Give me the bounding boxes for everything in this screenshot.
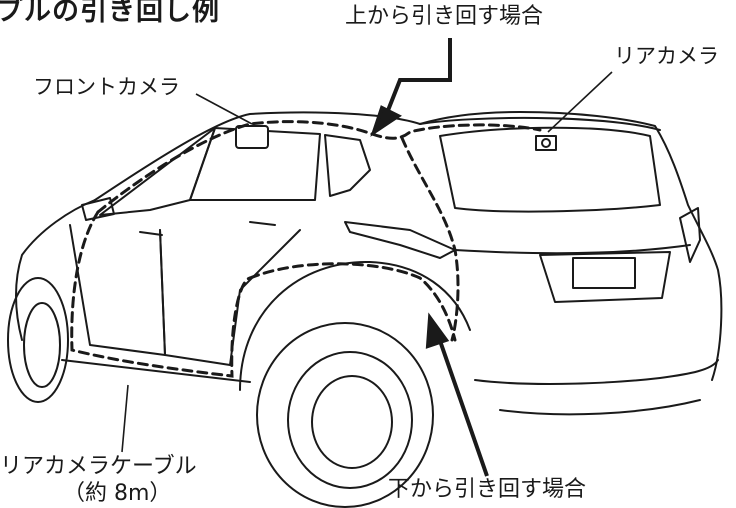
bottom-route-arrow-line [436,334,489,477]
rear-wheel-hub [311,375,393,469]
door-handle-rear [249,221,276,226]
roof-line [94,111,723,381]
top-route-arrow-line [383,38,452,119]
front-wheel-outer [7,277,69,403]
side-mirror [81,197,115,221]
diagram-title: ブルの引き回し例 [0,0,220,27]
hood-line [15,199,96,341]
door-handle-front [139,231,163,236]
rear-camera-label: リアカメラ [614,44,719,68]
top-route-arrowhead [370,105,402,137]
front-camera-body [235,125,269,149]
rear-bumper [474,359,719,385]
cable-route-rocker [70,210,252,378]
rear-wheel-inner [287,351,413,489]
cable-label: リアカメラケーブル [0,454,197,479]
bottom-route-label: 下から引き回す場合 [388,477,587,502]
rear-side-window [189,127,321,201]
cable-route-rear-pillar [400,136,460,342]
front-camera-leader [195,93,253,125]
rear-spoiler [419,116,661,131]
tail-light-right [679,207,701,263]
rear-camera-body [535,135,557,151]
cable-route-front-pillar [96,120,542,214]
front-side-window [99,127,216,216]
rear-camera-lens [541,138,551,148]
rear-wheel-outer [256,322,434,508]
rocker-line [61,359,251,383]
license-plate [572,257,636,289]
plate-recess [539,251,671,303]
rear-window [439,126,661,213]
lower-bumper [499,399,701,416]
bottom-route-arrowhead [425,312,450,349]
rear-camera-leader [547,71,613,133]
quarter-window [324,134,371,197]
cable-route-arch [248,262,457,342]
tail-light-left [344,221,456,259]
front-camera-label: フロントカメラ [33,75,180,99]
rear-door [159,229,301,366]
cable-length-label: （約 8m） [63,481,172,506]
rear-arch [239,260,471,391]
front-wheel-inner [23,302,61,388]
cable-leader [121,384,129,453]
top-route-label: 上から引き回す場合 [345,4,544,29]
